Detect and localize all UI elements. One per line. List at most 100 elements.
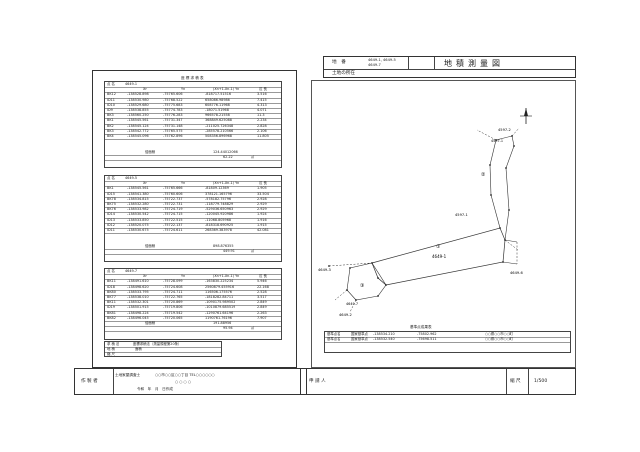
table-cell: -75728.099 [163, 279, 183, 284]
table-cell: -163830.225234 [205, 279, 234, 284]
table-cell: -211025.726348 [205, 123, 234, 128]
table-cell: 2.929 [257, 202, 267, 206]
table-header: 点 名 4649-1 [105, 82, 281, 89]
reference-table-title: 基準点成果表 [410, 325, 432, 329]
table-cell: 2.849 [257, 305, 267, 310]
table-cell: BK11 [107, 300, 116, 305]
table-cell: 7.415 [257, 97, 267, 102]
table-cell: -138496.045 [127, 315, 149, 320]
table-cell: -1010879.685519 [205, 305, 236, 310]
table-cell: BK1 [107, 186, 114, 191]
header-vdivider-2 [434, 57, 435, 69]
table-cell: -75765.575 [163, 128, 183, 133]
table-cell: -75775.683 [163, 102, 183, 107]
lot-label-main: 4649-1 [432, 254, 447, 259]
table-cell: -75724.608 [163, 284, 183, 289]
author-box: 作 製 者 土地家屋調査士 ○○市○○区○○丁目 TEL○○○○○○ ○ ○ ○… [74, 368, 307, 395]
table-cell: 608776.11968 [205, 102, 230, 107]
table-cell: -138530.980 [127, 97, 149, 102]
table-cell: BK12 [107, 92, 116, 97]
method-box: 求 積 法 座標求積法（測量規程第20条） 地 積 面積 縮 尺 [104, 341, 222, 357]
table-cell: -1290761.64196 [205, 310, 234, 315]
table-cell: -11068.805968 [205, 217, 232, 222]
table-cell: -75768.522 [163, 97, 183, 102]
table-cell: ID12 [107, 222, 115, 227]
table-cell: -138530.542 [127, 212, 149, 217]
table-cell: 1.924 [257, 212, 267, 217]
parcel-4649-7 [346, 262, 387, 301]
table-cell: 3.517 [257, 295, 267, 299]
table-cell: -120045.920986 [205, 212, 234, 217]
table-cell: ID9 [107, 108, 113, 112]
table-row: 基準点名 国家基準点 -138534.210 -75802.962 ○○県○○市… [325, 332, 570, 339]
table-cell: -138545.561 [127, 118, 149, 123]
table-cell: -138538.010 [127, 295, 149, 299]
table-cell: 4.313 [257, 102, 267, 107]
table-cell: -138545.561 [127, 186, 149, 191]
table-cell: -138532.301 [127, 300, 149, 305]
table-cell: 378121.165796 [205, 191, 232, 196]
table-cell: 658086.98986 [205, 97, 230, 102]
lot-label-mid: 4597-1 [455, 213, 468, 217]
header-box: 地 番 4649-1, 4649-5 4649-7 地積測量図 土地の所在 [323, 56, 576, 78]
table-cell: -75765.666 [163, 186, 183, 191]
table-cell: ID19 [107, 305, 115, 310]
table-cell: -138501.915 [127, 305, 149, 310]
table-cell: -138538.855 [127, 108, 149, 112]
author-role: 土地家屋調査士 [115, 373, 141, 377]
circle-mark-2: ② [481, 172, 486, 178]
table-cell: 5.946 [257, 279, 267, 284]
lot-label-left2: 4649-2 [339, 313, 352, 317]
table-cell: 42.081 [257, 228, 269, 232]
table-cell: -75731.347 [163, 118, 183, 123]
col-point-name: 点 名 [107, 82, 115, 86]
table-cell: 268369.383978 [205, 228, 232, 232]
table-cell: -75719.806 [163, 305, 183, 310]
table-cell: 1190761.76196 [205, 315, 232, 320]
table-cell: 1.905 [257, 186, 267, 191]
table-cell: ID13 [107, 217, 115, 222]
table-cell: -138542.772 [127, 128, 149, 133]
table-cell: 368849.625088 [205, 118, 232, 123]
lot-number-2: 4649-7 [368, 63, 381, 67]
applicant-label: 申 請 人 [309, 379, 326, 384]
survey-points [328, 135, 515, 301]
table-cell: 2.106 [257, 128, 267, 133]
table-cell: -578182.75796 [205, 196, 232, 201]
table-header-cols: Xn Yn (Xn+1-Xn-1) Yn 辺 長 [105, 87, 281, 94]
coordinate-table-2: 点 名 4649-5 Xn Yn (Xn+1-Xn-1) Yn 辺 長 BK1-… [104, 175, 282, 262]
coordinate-section: 座 標 求 積 表 [92, 70, 297, 368]
north-arrow-icon [520, 108, 532, 124]
lot-number-1: 4649-1, 4649-5 [368, 58, 396, 62]
applicant-box: 申 請 人 縮 尺 1/500 [300, 368, 576, 395]
survey-drawing-frame [311, 80, 576, 368]
table-cell: -75722.515 [163, 217, 183, 222]
table-row: BK11-138532.301-75720.869-1090175.989502… [105, 300, 281, 307]
table-cell: 33.504 [257, 191, 269, 196]
table-cell: BK80 [107, 289, 116, 294]
table-cell: -118779.748829 [205, 202, 234, 206]
header-divider [324, 69, 575, 70]
table-cell: BK2 [107, 123, 114, 128]
table-cell: -818717.51516 [205, 92, 232, 97]
table-cell: 4.071 [257, 108, 267, 112]
table-cell: 1.916 [257, 217, 267, 222]
table-cell: 2.928 [257, 196, 267, 201]
table-cell: 11.3 [257, 113, 265, 118]
table-cell: -75724.611 [163, 228, 183, 232]
table-cell: BK82 [107, 315, 116, 320]
table-cell: -75722.765 [163, 295, 183, 299]
